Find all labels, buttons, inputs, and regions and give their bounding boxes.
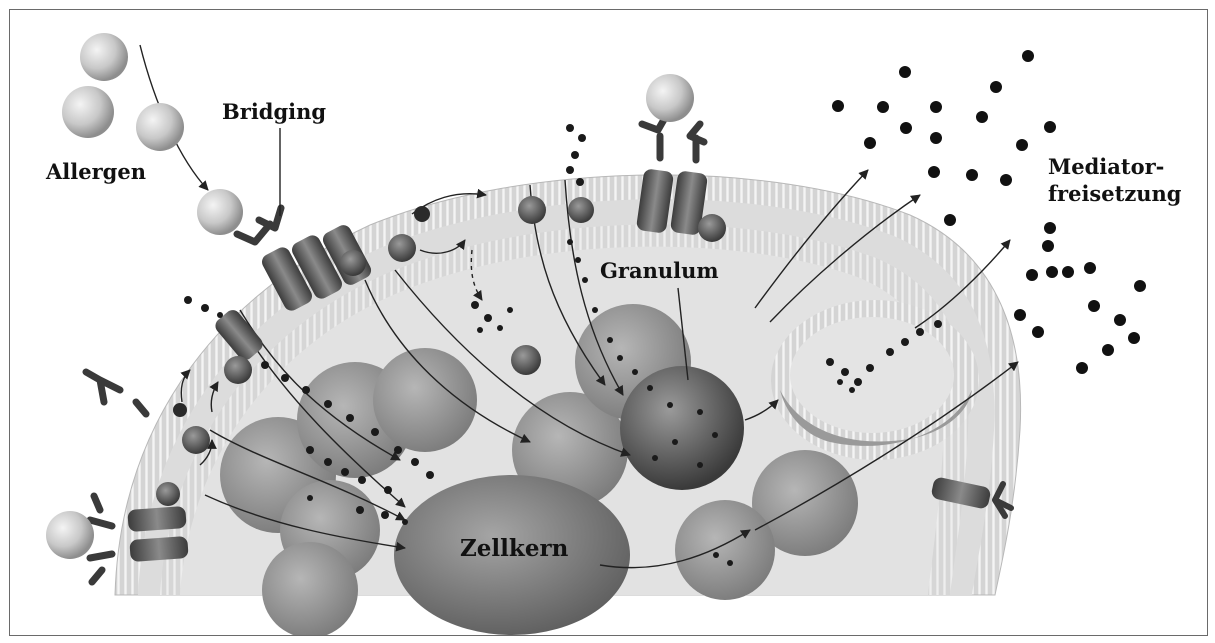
allergen-sphere <box>646 74 694 122</box>
granule <box>373 348 477 452</box>
label-allergen: Allergen <box>46 158 146 185</box>
allergen-sphere <box>197 189 243 235</box>
allergen-sphere <box>62 86 114 138</box>
mast-cell-illustration <box>10 10 1207 635</box>
free-ige-antibody <box>86 372 146 414</box>
label-bridging: Bridging <box>222 98 326 125</box>
diagram-frame: Allergen Bridging Granulum Zellkern Medi… <box>9 9 1208 636</box>
allergen-sphere <box>136 103 184 151</box>
label-mediator-line2: freisetzung <box>1048 180 1181 207</box>
granule <box>262 542 358 635</box>
label-zellkern: Zellkern <box>460 535 568 562</box>
label-mediator-line1: Mediator- <box>1048 153 1181 180</box>
receptor-complex <box>636 116 708 236</box>
fused-granule <box>771 300 979 460</box>
granule-highlighted <box>620 366 744 490</box>
allergen-sphere <box>80 33 128 81</box>
label-mediator-release: Mediator- freisetzung <box>1048 153 1181 207</box>
label-granulum: Granulum <box>600 257 719 284</box>
allergen-sphere <box>46 511 94 559</box>
granule <box>675 500 775 600</box>
